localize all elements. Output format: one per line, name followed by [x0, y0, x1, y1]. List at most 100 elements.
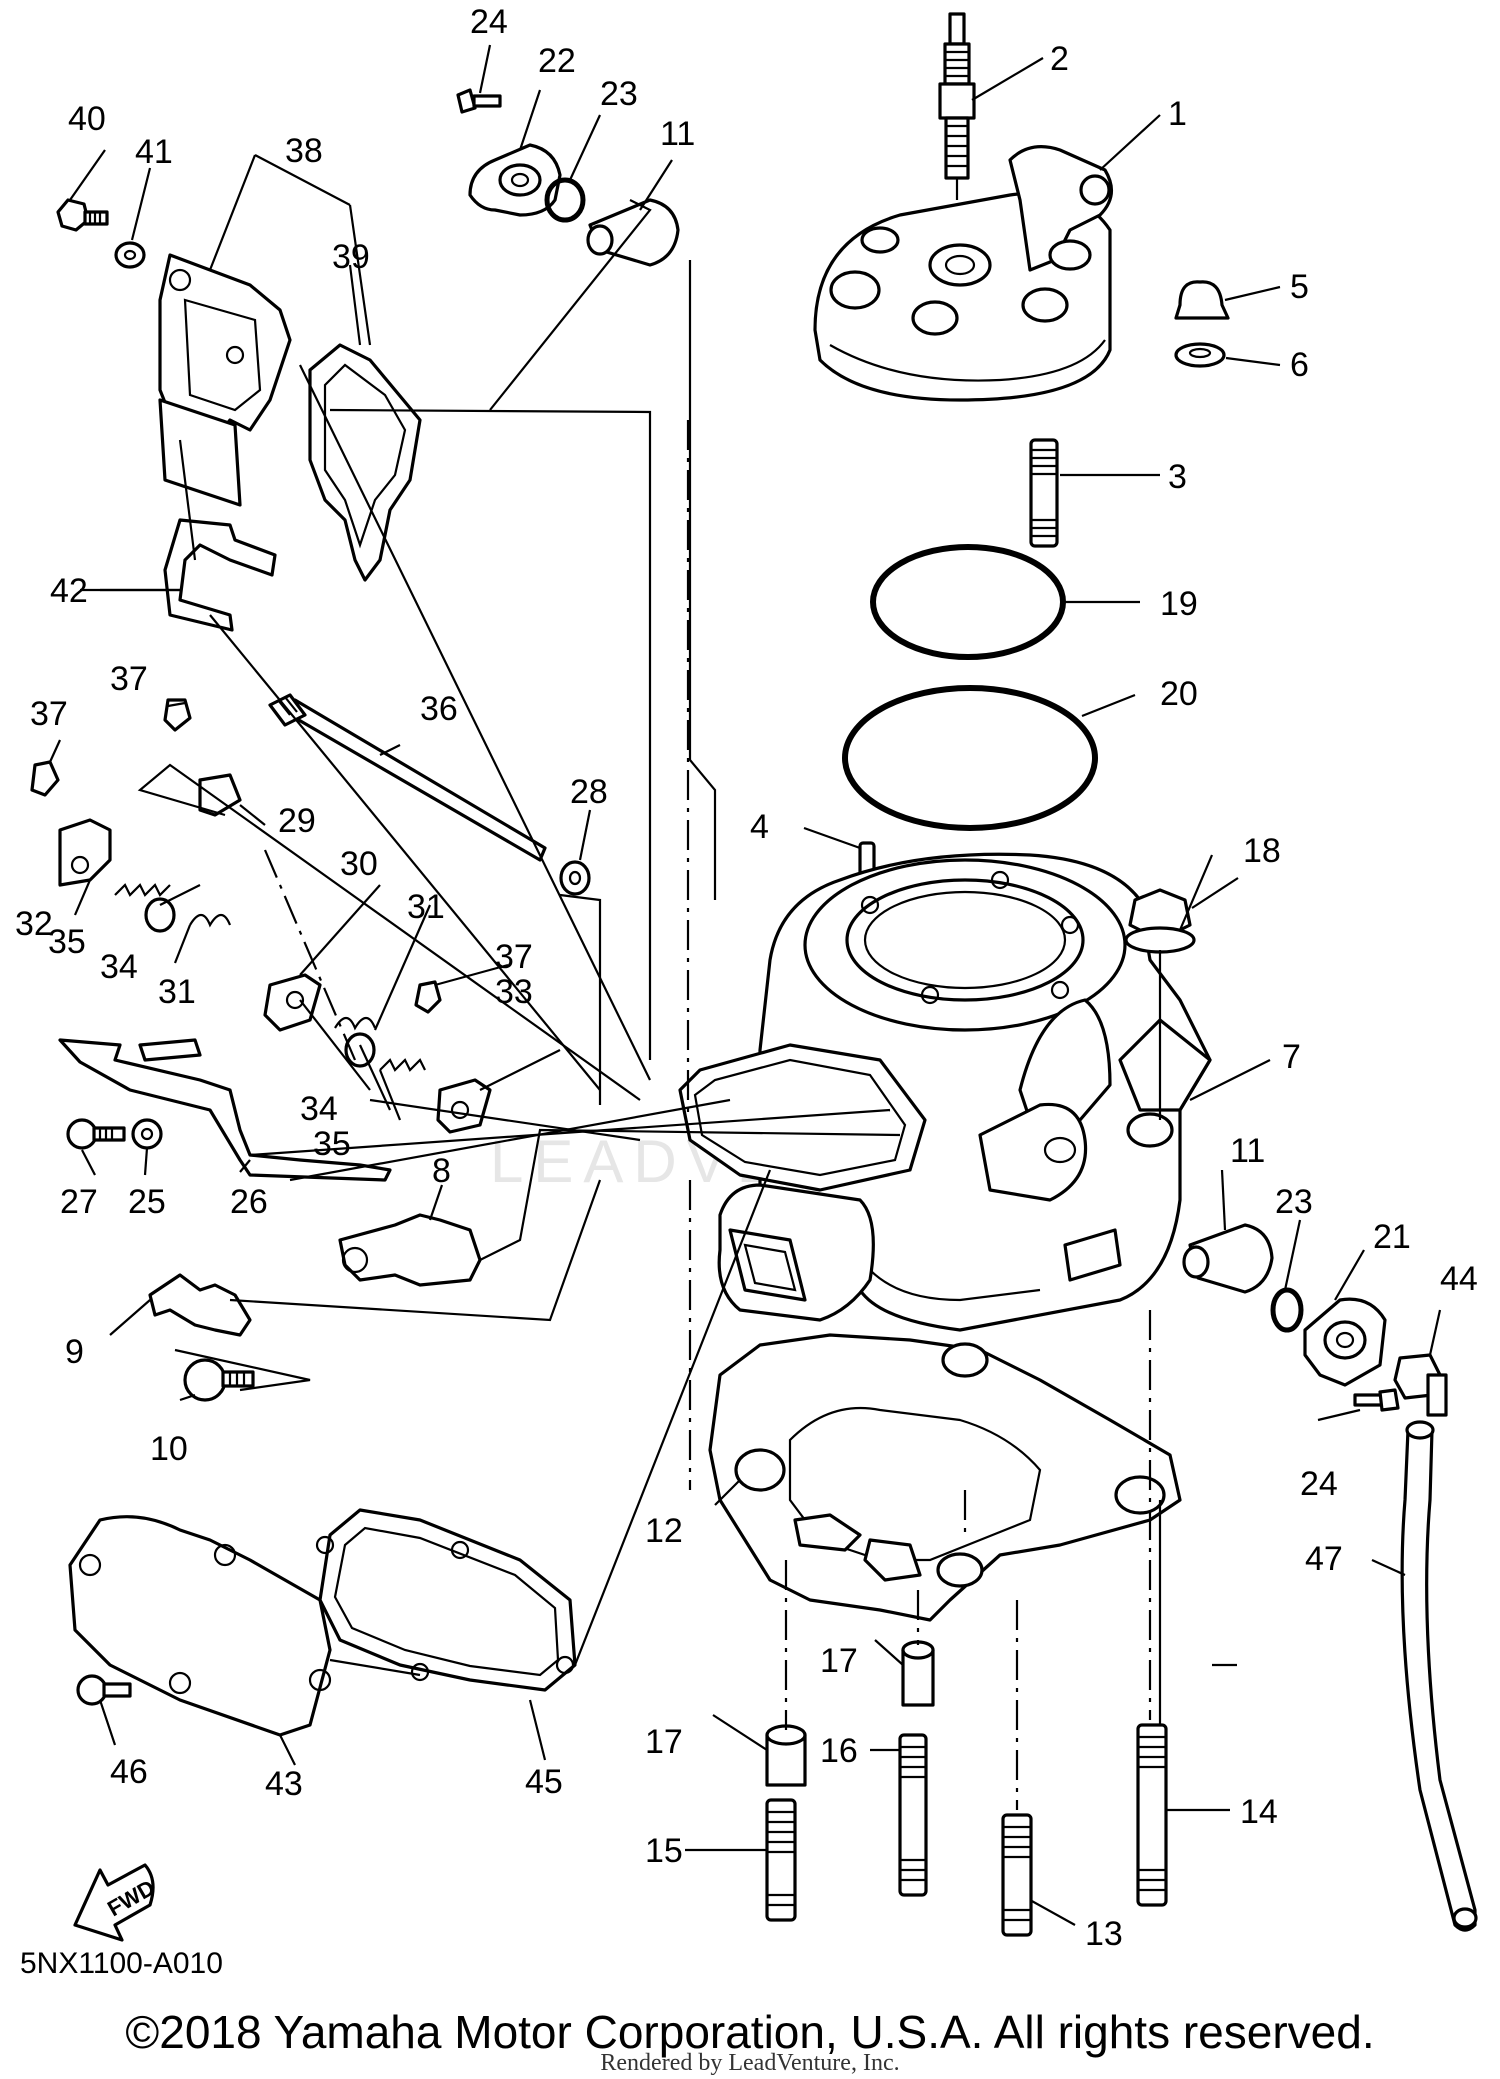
- washer-part: [1174, 342, 1226, 368]
- callout-20: 20: [1160, 675, 1198, 713]
- callout-35b: 35: [313, 1125, 351, 1163]
- callout-23a: 23: [600, 75, 638, 113]
- valve-part: [586, 198, 680, 267]
- callout-36: 36: [420, 690, 458, 728]
- cap-bolt-part: [456, 88, 502, 114]
- bolt-part: [183, 1358, 255, 1402]
- cylinder-head-part: [813, 145, 1113, 402]
- callout-46: 46: [110, 1753, 148, 1791]
- callout-8: 8: [432, 1152, 451, 1190]
- callout-39: 39: [332, 238, 370, 276]
- callout-9: 9: [65, 1333, 84, 1371]
- callout-15: 15: [645, 1832, 683, 1870]
- callout-30: 30: [340, 845, 378, 883]
- bracket-part: [163, 518, 277, 632]
- valve-part: [1182, 1223, 1274, 1294]
- reed-gasket-part: [315, 1508, 577, 1692]
- cap-nut-part: [1174, 280, 1230, 320]
- callout-31a: 31: [407, 888, 445, 926]
- callout-22: 22: [538, 42, 576, 80]
- callout-41: 41: [135, 133, 173, 171]
- callout-6: 6: [1290, 346, 1309, 384]
- o-ring-part: [544, 177, 586, 223]
- callout-28: 28: [570, 773, 608, 811]
- cover-part: [158, 253, 292, 507]
- callout-45: 45: [525, 1763, 563, 1801]
- callout-2: 2: [1050, 40, 1069, 78]
- callout-23b: 23: [1275, 1183, 1313, 1221]
- callout-26: 26: [230, 1183, 268, 1221]
- forward-arrow-icon: FWD: [73, 1863, 159, 1942]
- o-ring-part: [870, 544, 1066, 660]
- callout-27: 27: [60, 1183, 98, 1221]
- callout-37a: 37: [110, 660, 148, 698]
- base-gasket-part: [708, 1333, 1182, 1622]
- cap-bolt-part: [1353, 1388, 1400, 1412]
- cover-plate-part: [1303, 1297, 1387, 1387]
- stud-bolt-part: [1136, 1723, 1168, 1907]
- callout-5: 5: [1290, 268, 1309, 306]
- cover-plate-part: [468, 143, 562, 217]
- callout-17b: 17: [645, 1723, 683, 1761]
- callout-47: 47: [1305, 1540, 1343, 1578]
- callout-38: 38: [285, 132, 323, 170]
- callout-17a: 17: [820, 1642, 858, 1680]
- callout-11a: 11: [660, 115, 695, 153]
- bolt-part: [56, 198, 109, 232]
- bolt-part: [30, 698, 442, 1014]
- cylinder-part: [678, 852, 1212, 1332]
- callout-3: 3: [1168, 458, 1187, 496]
- callout-37b: 37: [30, 695, 68, 733]
- washer-part: [114, 241, 146, 269]
- callout-24b: 24: [1300, 1465, 1338, 1503]
- collar-part: [131, 1118, 163, 1150]
- callout-7: 7: [1282, 1038, 1301, 1076]
- callout-25: 25: [128, 1183, 166, 1221]
- callout-19: 19: [1160, 585, 1198, 623]
- callout-42: 42: [50, 572, 88, 610]
- o-ring-part: [842, 685, 1098, 831]
- callout-34a: 34: [100, 948, 138, 986]
- callout-13: 13: [1085, 1915, 1123, 1953]
- callout-11b: 11: [1230, 1132, 1265, 1170]
- callout-14: 14: [1240, 1793, 1278, 1831]
- callout-12: 12: [645, 1512, 683, 1550]
- callout-32: 32: [15, 905, 53, 943]
- leader-lines: [48, 44, 1442, 1926]
- bolt-part: [66, 1118, 126, 1150]
- diagram-part-code: 5NX1100-A010: [20, 1947, 223, 1980]
- hose-part: [1400, 1420, 1478, 1932]
- stud-bolt-part: [898, 1733, 928, 1897]
- sensor-part: [338, 1213, 482, 1287]
- callout-1: 1: [1168, 95, 1187, 133]
- callout-34b: 34: [300, 1090, 338, 1128]
- stud-bolt-part: [1001, 1813, 1033, 1937]
- callout-33: 33: [495, 973, 533, 1011]
- callout-18: 18: [1243, 832, 1281, 870]
- lever-part: [58, 773, 492, 1134]
- callout-24a: 24: [470, 3, 508, 41]
- spring-part: [114, 883, 426, 1072]
- stud-bolt-part: [1029, 438, 1059, 548]
- callout-37c: 37: [495, 938, 533, 976]
- callout-10: 10: [150, 1430, 188, 1468]
- callout-16: 16: [820, 1732, 858, 1770]
- screw-part: [76, 1674, 132, 1706]
- dowel-part: [901, 1640, 935, 1707]
- callout-31b: 31: [158, 973, 196, 1011]
- callout-29: 29: [278, 802, 316, 840]
- reed-cover-part: [68, 1515, 332, 1737]
- copyright-notice: ©2018 Yamaha Motor Corporation, U.S.A. A…: [125, 2006, 1375, 2058]
- callout-40: 40: [68, 100, 106, 138]
- rendered-by-credit: Rendered by LeadVenture, Inc.: [600, 2050, 900, 2076]
- callout-4: 4: [750, 808, 769, 846]
- washer-part: [559, 860, 591, 896]
- dowel-part: [765, 1724, 807, 1787]
- callout-43: 43: [265, 1765, 303, 1803]
- callout-labels: 1 2 3 4 5 6 7 8 9 10 11 11 12 13 14 15 1…: [15, 3, 1478, 1953]
- o-ring-part: [1270, 1287, 1304, 1333]
- callout-21: 21: [1373, 1218, 1411, 1256]
- gasket-part: [308, 343, 422, 582]
- callout-44: 44: [1440, 1260, 1478, 1298]
